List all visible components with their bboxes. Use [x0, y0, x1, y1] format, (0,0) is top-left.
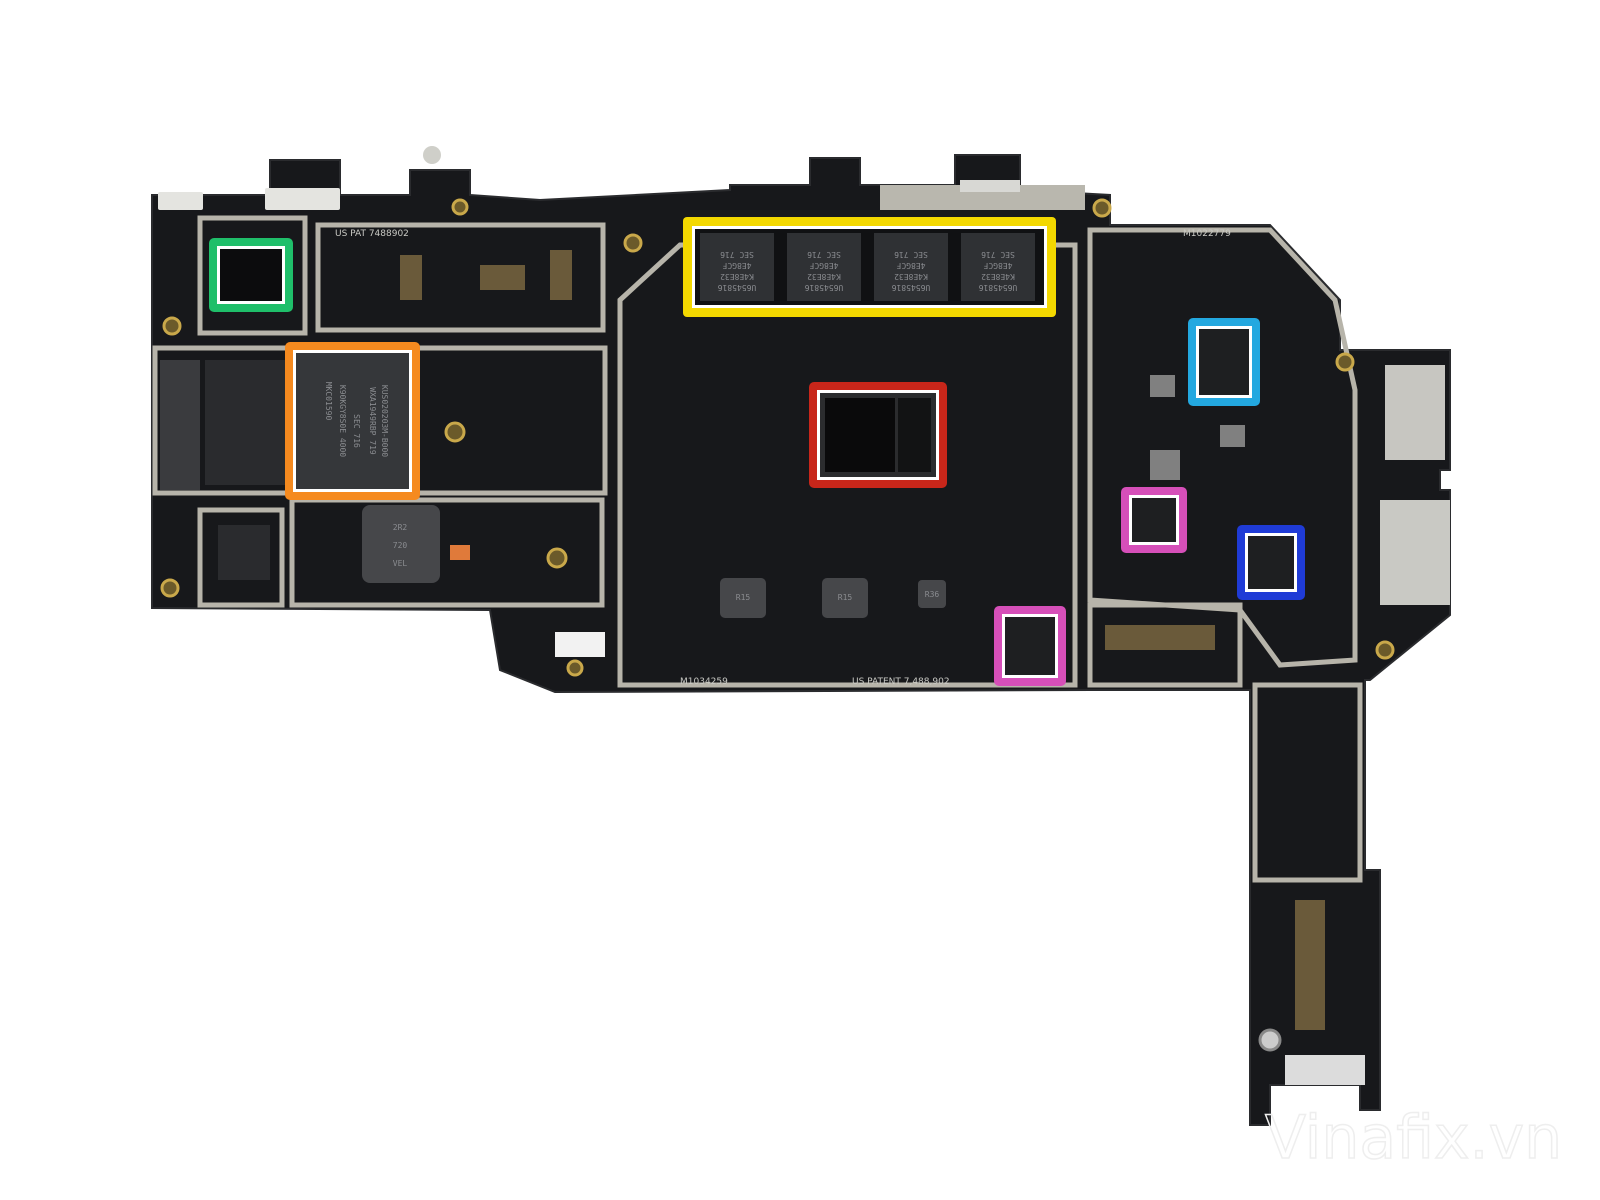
chip-marking: K4E8E32 [894, 272, 928, 281]
ram-chip [874, 233, 948, 301]
chip-marking: U6545816 [979, 283, 1018, 292]
patent-silkscreen: US PATENT 7,488,902 [852, 677, 950, 687]
chip-marking: SEC 716 [981, 250, 1015, 259]
flash-storage-chip: KUS020203M-B000 WXA1949RBP 719 SEC 716 K… [285, 342, 420, 500]
chip-marking: 4E8GCF [722, 261, 751, 270]
ram-chip [700, 233, 774, 301]
chip-marking: SEC 716 [894, 250, 928, 259]
chip-marking: SEC 716 [807, 250, 841, 259]
chip-marking: K90KGY8S0E 4000 [338, 385, 347, 457]
top-connectors [158, 146, 1450, 605]
inductor-label: R15 [838, 593, 853, 602]
ram-chip [961, 233, 1035, 301]
chip-marking: 4E8GCF [809, 261, 838, 270]
chip-marking: 4E8GCF [983, 261, 1012, 270]
watermark: Vinafix.vn [1265, 1103, 1562, 1173]
chip-marking: KUS020203M-B000 [380, 385, 389, 457]
chip-marking: 4E8GCF [896, 261, 925, 270]
chip-marking: K4E8E32 [981, 272, 1015, 281]
chip-marking: U6545816 [805, 283, 844, 292]
chip-marking: K4E8E32 [720, 272, 754, 281]
inductor-label: VEL [393, 559, 408, 568]
inductor-label: 2R2 [393, 523, 408, 532]
chip-marking: U6545816 [718, 283, 757, 292]
passive-components [160, 250, 1365, 1085]
chip-marking: WXA1949RBP 719 [368, 387, 377, 455]
patent-silkscreen: US PAT 7488902 [335, 229, 409, 239]
mounting-holes [160, 198, 1395, 1052]
inductor-label: R15 [736, 593, 751, 602]
chip-marking: K4E8E32 [807, 272, 841, 281]
highlighted-ics [209, 238, 1305, 686]
chip-marking: SEC 716 [352, 414, 361, 448]
chip-marking: SEC 716 [720, 250, 754, 259]
ram-chip [787, 233, 861, 301]
cpu [809, 382, 947, 488]
inductor-label: R36 [925, 590, 940, 599]
inductor-label: 720 [393, 541, 408, 550]
board-id-silkscreen: M1022779 [1183, 229, 1231, 239]
board-id-silkscreen: M1034259 [680, 677, 728, 687]
chip-marking: MKC01590 [324, 382, 333, 421]
chip-marking: U6545816 [892, 283, 931, 292]
inductors: 2R2 720 VEL R15 R15 R36 [362, 505, 946, 618]
